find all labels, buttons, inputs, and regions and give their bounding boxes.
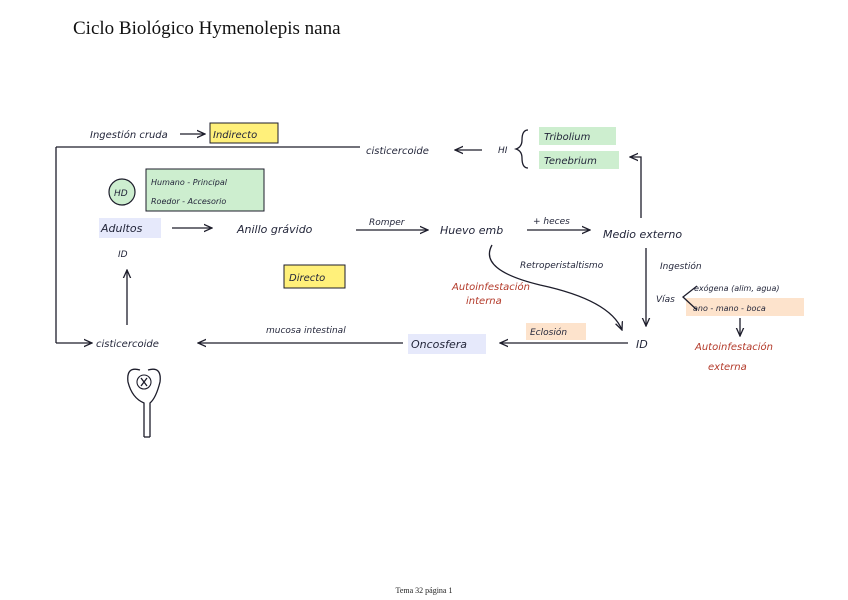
label-heces: + heces xyxy=(533,217,570,227)
label-indirecto: Indirecto xyxy=(213,130,257,141)
label-adultos: Adultos xyxy=(100,222,143,235)
directo-highlight xyxy=(283,264,346,289)
label-eclosion: Eclosión xyxy=(530,327,567,338)
retroperistaltismo-curve xyxy=(488,244,622,330)
page-title: Ciclo Biológico Hymenolepis nana xyxy=(73,18,341,39)
label-hd: HD xyxy=(114,189,128,199)
tenebrium-highlight xyxy=(539,151,619,169)
label-medio-externo: Medio externo xyxy=(603,228,682,241)
hi-brace xyxy=(513,129,529,169)
tribolium-highlight xyxy=(539,127,616,145)
label-mucosa-intestinal: mucosa intestinal xyxy=(266,326,346,336)
label-roedor-accesorio: Roedor - Accesorio xyxy=(151,197,226,206)
indirecto-highlight xyxy=(209,122,279,144)
label-vias: Vías xyxy=(656,295,675,305)
medio-to-hi-arrow xyxy=(630,157,642,218)
adultos-highlight xyxy=(99,218,161,238)
host-highlight xyxy=(145,168,265,212)
label-autoinfestacion-interna-2: interna xyxy=(466,296,502,307)
page-footer: Tema 32 página 1 xyxy=(395,586,453,595)
label-ingestion: Ingestión xyxy=(660,261,702,272)
label-cisticercoide-bottom: cisticercoide xyxy=(96,339,159,350)
label-oncosfera: Oncosfera xyxy=(411,338,467,351)
label-anillo-gravido: Anillo grávido xyxy=(236,223,313,236)
label-directo: Directo xyxy=(289,273,325,284)
label-ano-mano-boca: ano - mano - boca xyxy=(693,304,766,313)
oncosfera-highlight xyxy=(408,334,486,354)
label-autoinfestacion-interna-1: Autoinfestación xyxy=(451,281,530,293)
label-retroperistaltismo: Retroperistaltismo xyxy=(520,261,604,271)
label-tribolium: Tribolium xyxy=(544,132,591,143)
label-hi: HI xyxy=(498,146,508,156)
label-huevo-emb: Huevo emb xyxy=(440,224,503,237)
label-autoinfestacion-externa-2: externa xyxy=(708,362,747,373)
label-humano-principal: Humano - Principal xyxy=(151,178,228,187)
label-romper: Romper xyxy=(369,218,406,228)
label-exogena: exógena (alim, agua) xyxy=(694,283,780,293)
label-tenebrium: Tenebrium xyxy=(544,156,597,167)
eclosion-highlight xyxy=(526,323,586,340)
label-id-right: ID xyxy=(636,338,648,351)
label-cisticercoide-top: cisticercoide xyxy=(366,146,429,157)
label-ingestion-cruda: Ingestión cruda xyxy=(90,129,168,141)
vias-brace xyxy=(682,285,698,311)
ano-mano-boca-highlight xyxy=(686,298,804,316)
label-id-left: ID xyxy=(118,250,128,260)
hd-circle xyxy=(108,178,136,206)
cisticercoide-drawing-icon xyxy=(127,368,161,438)
label-autoinfestacion-externa-1: Autoinfestación xyxy=(694,341,773,353)
